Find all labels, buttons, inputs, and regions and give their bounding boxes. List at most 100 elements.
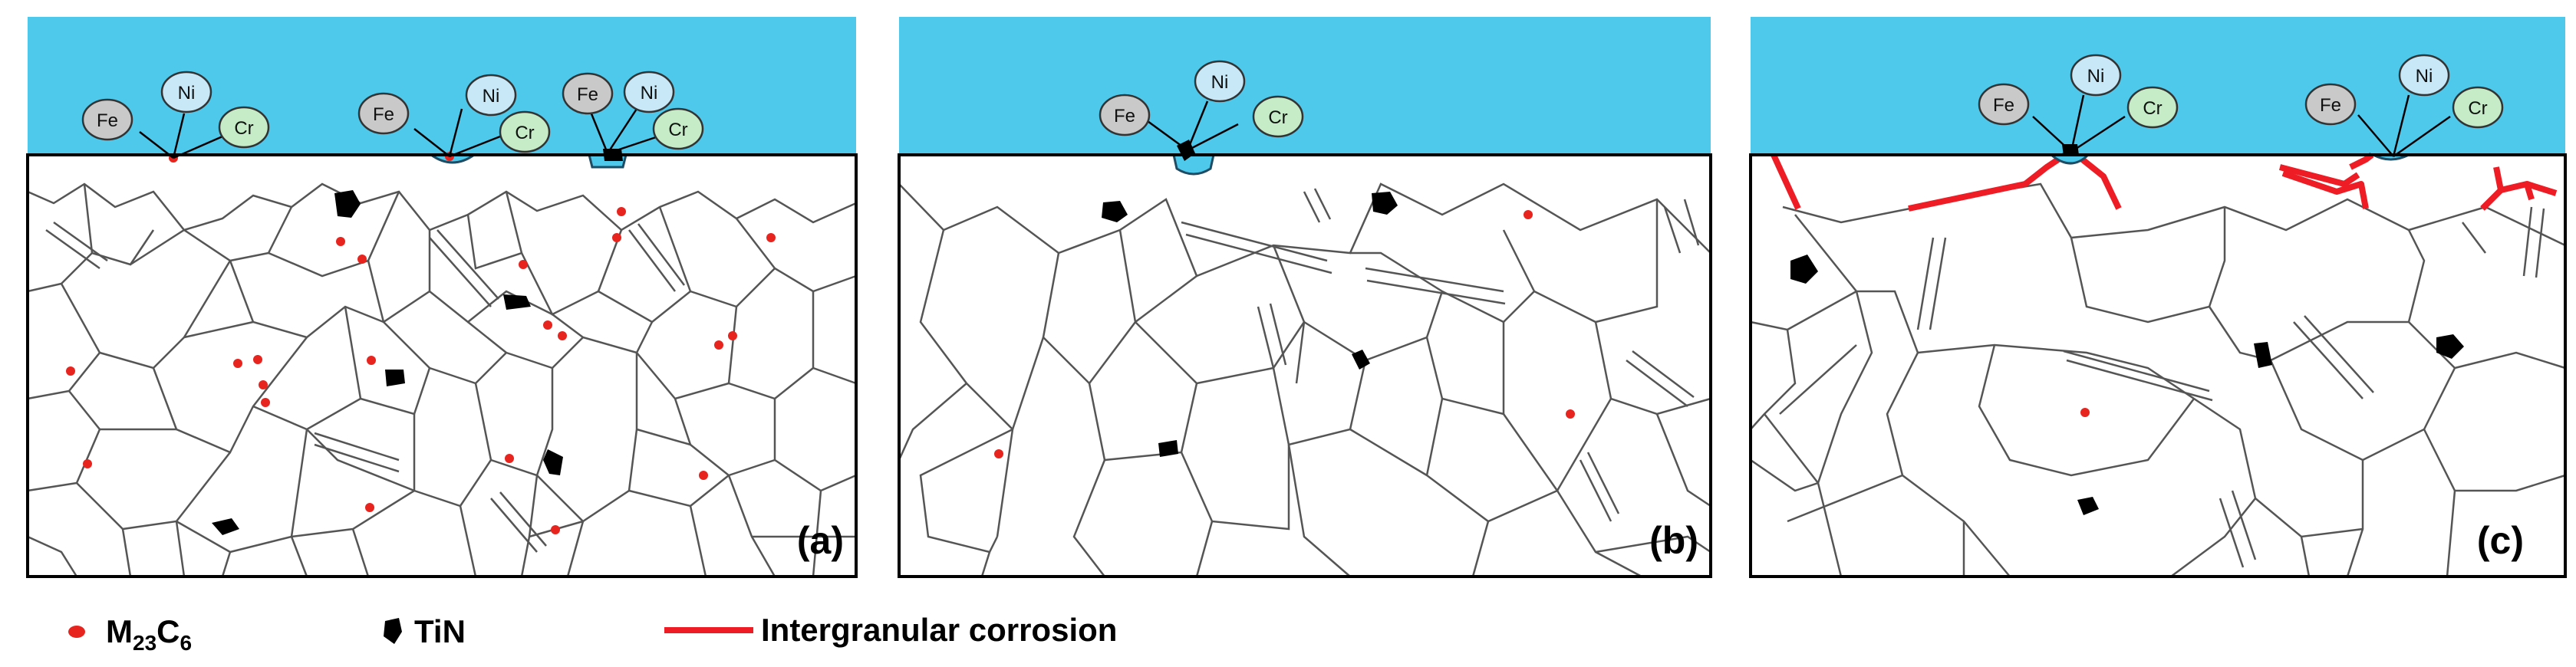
cr-ion-bubble <box>652 107 704 150</box>
cr-ion-label: Cr <box>2143 98 2162 119</box>
ni-ion-label: Ni <box>483 86 500 107</box>
m23c6-carbide-dot <box>617 207 626 216</box>
fe-ion-bubble <box>2304 83 2357 126</box>
ni-ion-bubble <box>623 71 675 113</box>
tin-particle <box>1790 255 1818 284</box>
fe-ion-label: Fe <box>97 110 118 131</box>
m23c6-carbide-dot <box>699 471 708 480</box>
ion-release-group: Fe Ni Cr <box>1099 60 1304 152</box>
fe-ion-bubble <box>357 92 410 135</box>
tin-particle <box>2254 342 2272 368</box>
fe-ion-label: Fe <box>1114 106 1135 127</box>
ion-release-group: Fe Ni Cr Fe Ni Cr Fe Ni Cr <box>81 71 704 159</box>
legend-tin-label: TiN <box>414 613 466 649</box>
m23c6-carbide-dot <box>714 340 723 350</box>
corrosion-pit <box>1172 154 1215 176</box>
red-dot-icon <box>68 626 85 638</box>
ni-ion-label: Ni <box>178 83 196 104</box>
tin-particle <box>334 190 361 218</box>
m23c6-carbide-dot <box>612 233 621 242</box>
cr-ion-label: Cr <box>234 118 253 139</box>
metal-substrate-frame <box>1749 153 2567 578</box>
m23c6-carbide-dot <box>994 449 1003 458</box>
cr-ion-bubble <box>499 110 551 153</box>
m23c6-carbide-dot <box>367 356 376 365</box>
m23c6-carbide-dot <box>365 503 374 512</box>
panel-label: (a) <box>797 519 844 562</box>
m23c6-carbide-dot <box>253 355 262 364</box>
ni-ion-label: Ni <box>2087 66 2105 87</box>
panel-b: Fe Ni Cr (b) <box>898 17 1712 578</box>
tin-particle <box>1102 201 1128 222</box>
grain-boundaries <box>27 182 857 577</box>
tin-particle <box>1352 350 1370 370</box>
m23c6-carbide-dot <box>2080 408 2090 417</box>
ni-ion-bubble <box>2070 54 2122 97</box>
tin-particle <box>2077 497 2099 515</box>
fe-ion-bubble <box>1099 94 1151 136</box>
tin-particle <box>1158 440 1178 457</box>
legend: M23C6 TiN Intergranular corrosion <box>68 612 1117 655</box>
corrosion-pit <box>2051 153 2090 165</box>
legend-carbide-c: C <box>156 613 180 649</box>
ni-ion-label: Ni <box>2416 66 2433 87</box>
metal-substrate-frame <box>26 153 858 578</box>
cr-ion-bubble <box>1252 95 1304 138</box>
cr-ion-label: Cr <box>668 120 687 140</box>
intergranular-corrosion <box>1771 152 2558 212</box>
fe-ion-bubble <box>81 98 133 141</box>
legend-carbide-sub2: 6 <box>180 631 193 655</box>
m23c6-carbide-dot <box>558 331 567 340</box>
cr-ion-label: Cr <box>2468 98 2487 119</box>
fe-ion-label: Fe <box>577 84 598 105</box>
m23c6-carbide-dot <box>766 233 776 242</box>
fe-ion-bubble <box>1978 83 2030 126</box>
m23c6-carbide-dot <box>259 380 268 389</box>
metal-substrate-frame <box>898 153 1712 578</box>
grain-boundaries <box>898 182 1711 578</box>
legend-carbide-m: M <box>106 613 133 649</box>
ni-ion-label: Ni <box>641 83 658 104</box>
tin-particle <box>1372 192 1398 215</box>
m23c6-carbide-dot <box>336 237 345 246</box>
ion-release-group: Fe Ni Cr Fe Ni Cr <box>1978 54 2504 158</box>
solution-layer <box>899 17 1711 155</box>
fe-ion-label: Fe <box>2320 95 2341 116</box>
m23c6-carbides <box>2080 408 2090 417</box>
ni-ion-bubble <box>1194 60 1246 103</box>
m23c6-carbide-dot <box>543 320 552 330</box>
panel-label: (b) <box>1649 519 1698 562</box>
legend-carbide-label: M23C6 <box>106 613 192 655</box>
ni-ion-label: Ni <box>1211 72 1229 93</box>
cr-ion-bubble <box>218 106 270 149</box>
fe-ion-label: Fe <box>1993 95 2014 116</box>
m23c6-carbide-dot <box>357 255 367 264</box>
tin-particle <box>2436 334 2464 359</box>
tin-particles <box>1790 144 2464 515</box>
m23c6-carbide-dot <box>519 260 528 269</box>
tin-particle <box>385 370 405 386</box>
m23c6-carbide-dot <box>261 398 270 407</box>
fe-ion-bubble <box>562 72 614 115</box>
fe-ion-label: Fe <box>373 104 394 125</box>
m23c6-carbides <box>994 210 1575 458</box>
black-pentagon-icon <box>384 618 402 644</box>
m23c6-carbide-dot <box>233 359 242 368</box>
tin-particles <box>212 149 623 535</box>
m23c6-carbide-dot <box>551 525 560 534</box>
panel-label: (c) <box>2477 519 2524 562</box>
m23c6-carbide-dot <box>505 454 514 463</box>
ni-ion-bubble <box>160 71 212 113</box>
m23c6-carbide-dot <box>83 459 92 468</box>
cr-ion-label: Cr <box>1268 107 1287 128</box>
panel-a: Fe Ni Cr Fe Ni Cr Fe Ni Cr (a) <box>26 17 858 578</box>
m23c6-carbide-dot <box>728 331 737 340</box>
m23c6-carbide-dot <box>66 366 75 376</box>
ni-ion-bubble <box>2398 54 2450 97</box>
cr-ion-bubble <box>2126 86 2179 129</box>
legend-carbide-sub1: 23 <box>133 631 156 655</box>
m23c6-carbides <box>66 152 776 534</box>
tin-particle <box>212 518 239 535</box>
m23c6-carbide-dot <box>1524 210 1533 219</box>
